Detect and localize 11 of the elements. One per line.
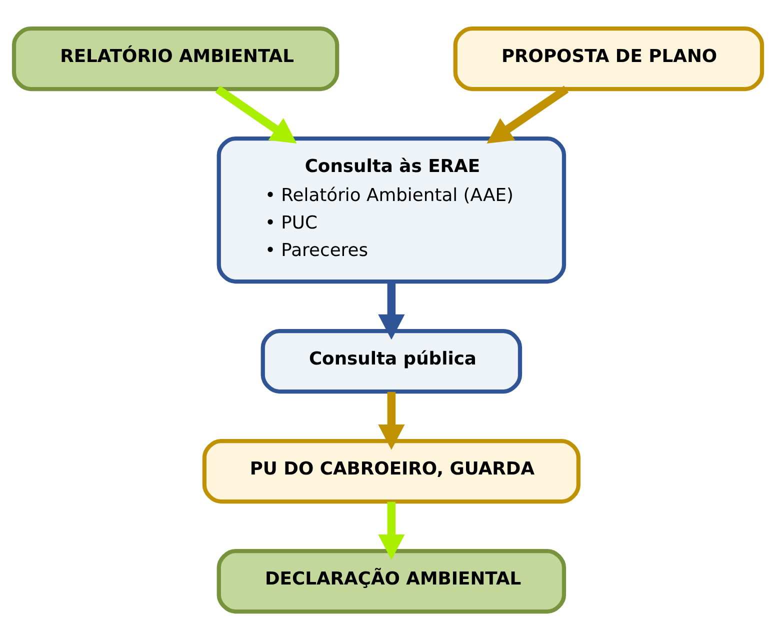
arrow [378,281,405,340]
node-box: PU DO CABROEIRO, GUARDA [202,438,580,504]
node-box: Consulta pública [260,328,522,394]
node-box: DECLARAÇÃO AMBIENTAL [216,548,566,614]
node-box: Consulta às ERAE • Relatório Ambiental (AAE) • PUC • Pareceres [216,136,566,284]
node-box: PROPOSTA DE PLANO [453,26,764,91]
arrow [486,85,569,143]
arrow [378,501,405,560]
arrow [215,85,297,143]
node-box: RELATÓRIO AMBIENTAL [12,26,340,91]
arrow [378,391,405,450]
